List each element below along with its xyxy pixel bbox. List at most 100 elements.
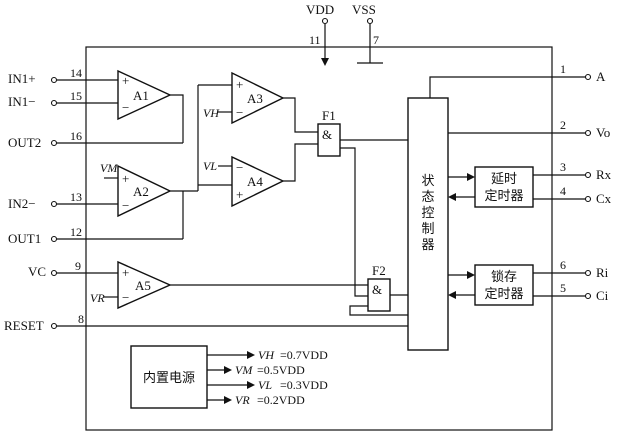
supply-vh-lhs: VH [258,348,275,362]
vdd-pin [321,17,329,25]
pin-label-vc: VC [28,264,46,279]
arrow-from-delay [448,193,456,201]
wire-out-a [429,76,585,98]
pin-num-9: 9 [75,259,81,273]
vss-label: VSS [352,2,376,17]
pin-num-12: 12 [70,225,82,239]
latch-timer-block [474,264,534,306]
pin-vc [50,269,58,277]
arrow-from-latch [448,291,456,299]
pin-num-14: 14 [70,66,82,80]
supply-vm-rhs: =0.5VDD [257,363,305,377]
pin-label-in1-minus: IN1− [8,94,36,109]
state-controller-block [407,97,449,351]
ref-vr: VR [90,291,105,305]
pin-label-in1-plus: IN1+ [8,71,36,86]
gate-f2-symbol: & [372,282,382,297]
arrow-to-delay [467,173,475,181]
pin-num-3: 3 [560,160,566,174]
supply-vl-rhs: =0.3VDD [280,378,328,392]
pin-label-in2-minus: IN2− [8,196,36,211]
pin-label-out1: OUT1 [8,231,41,246]
pin-num-1: 1 [560,62,566,76]
state-controller-char-5: 器 [421,238,434,253]
vdd-arrow [321,58,329,66]
gate-f1-label: F1 [322,108,336,123]
amp-a5 [117,260,172,310]
a1-label: A1 [133,88,149,103]
pin-num-13: 13 [70,190,82,204]
pin-in1-minus [50,99,58,107]
supply-vm-lhs: VM [235,363,253,377]
pin-ri [584,269,592,277]
pin-ci [584,292,592,300]
pin-num-2: 2 [560,118,566,132]
wire-feedback-f2 [349,305,408,316]
ref-vl: VL [203,159,217,173]
pin-num-15: 15 [70,89,82,103]
a5-label: A5 [135,278,151,293]
latch-timer-line-1: 锁存 [491,269,517,285]
pin-cx [584,195,592,203]
gate-f1-symbol: & [322,127,332,142]
a3-minus: − [236,105,243,120]
a3-plus: + [236,77,243,92]
delay-timer-line-1: 延时 [491,172,517,187]
pin-label-ri: Ri [596,265,609,280]
pin-num-5: 5 [560,281,566,295]
pin-rx [584,171,592,179]
wire-a3-out [283,97,318,133]
pin-label-a: A [596,69,606,84]
a1-plus: + [122,73,129,88]
pin-label-reset: RESET [4,318,44,333]
amp-a1 [117,69,172,121]
amp-a2 [117,164,172,218]
pin-vo [584,129,592,137]
pin-a [584,73,592,81]
state-controller-char-2: 态 [421,190,434,205]
pin-label-rx: Rx [596,167,612,182]
arrow-vh [247,351,255,359]
a4-minus: − [236,160,243,175]
vss-pin-number: 7 [373,33,379,47]
delay-timer-block [474,166,534,208]
supply-vl-lhs: VL [258,378,272,392]
arrow-vr [224,396,232,404]
arrow-vm [224,366,232,374]
pin-num-16: 16 [70,129,82,143]
pin-reset [50,322,58,330]
pin-label-ci: Ci [596,288,609,303]
a4-label: A4 [247,174,263,189]
gate-f2-label: F2 [372,263,386,278]
delay-timer-line-2: 定时器 [484,189,523,204]
internal-supply-label: 内置电源 [143,370,195,386]
pin-label-vo: Vo [596,125,610,140]
arrow-vl [247,381,255,389]
pin-in2-minus [50,200,58,208]
a3-label: A3 [247,91,263,106]
pin-num-4: 4 [560,184,566,198]
wire-a1-out [170,94,184,143]
supply-vr-rhs: =0.2VDD [257,393,305,407]
wire-a4-out [283,143,318,182]
a4-plus: + [236,187,243,202]
a1-minus: − [122,100,129,115]
pin-num-8: 8 [78,312,84,326]
a2-label: A2 [133,184,149,199]
pin-label-cx: Cx [596,191,612,206]
amp-a3 [231,71,285,125]
pin-in1-plus [50,76,58,84]
latch-timer-line-2: 定时器 [484,287,523,302]
ref-vm: VM [100,161,118,175]
internal-supply-block [130,345,208,409]
a2-plus: + [122,171,129,186]
state-controller-char-1: 状 [421,174,434,189]
ref-vh: VH [203,106,220,120]
pin-out1 [50,235,58,243]
a5-minus: − [122,290,129,305]
supply-vh-rhs: =0.7VDD [280,348,328,362]
vss-pin [366,17,374,25]
pin-out2 [50,139,58,147]
pin-num-6: 6 [560,258,566,272]
